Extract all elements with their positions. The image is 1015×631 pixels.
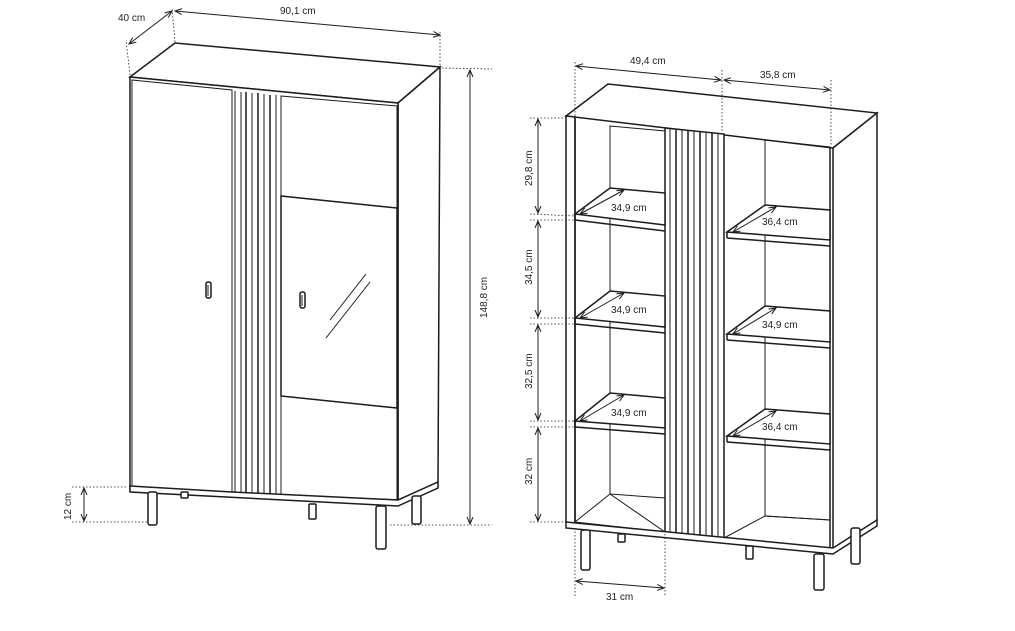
depth-dimension-label: 40 cm: [118, 13, 145, 24]
open-dimensions: [529, 62, 832, 596]
left-shelf-1-depth-label: 34,9 cm: [611, 203, 647, 214]
open-cabinet-side: [832, 111, 878, 554]
glass-reflection-line: [325, 281, 371, 339]
front-view-cabinet: [128, 42, 442, 550]
front-leg: [411, 495, 422, 525]
open-slatted-divider: [664, 127, 725, 539]
open-leg: [813, 553, 825, 591]
right-width-dimension-label: 35,8 cm: [760, 70, 796, 81]
left-door-handle-icon: [205, 281, 212, 299]
open-leg: [617, 533, 626, 543]
left-shelf-3-depth-label: 34,9 cm: [611, 408, 647, 419]
height-1-dimension-label: 29,8 cm: [524, 150, 535, 186]
left-shelf-2-depth-label: 34,9 cm: [611, 305, 647, 316]
slatted-center-panel: [234, 91, 277, 498]
open-leg: [850, 527, 861, 565]
front-leg: [147, 491, 158, 526]
open-view-cabinet: [564, 83, 879, 591]
height-dimension-label: 148,8 cm: [479, 277, 490, 318]
front-leg: [375, 505, 387, 550]
front-dimensions: [72, 7, 493, 526]
open-base-strip: [565, 518, 878, 555]
right-shelf-2-depth-label: 34,9 cm: [762, 320, 798, 331]
right-shelf-3-depth-label: 36,4 cm: [762, 422, 798, 433]
width-dimension-label: 90,1 cm: [280, 6, 316, 17]
height-2-dimension-label: 34,5 cm: [524, 249, 535, 285]
open-leg: [580, 529, 591, 571]
right-door-handle-icon: [299, 291, 306, 309]
front-leg: [180, 491, 189, 499]
open-left-wall: [565, 115, 576, 528]
height-3-dimension-label: 32,5 cm: [524, 353, 535, 389]
leg-height-dimension-label: 12 cm: [63, 493, 74, 520]
open-leg: [745, 545, 754, 560]
left-width-dimension-label: 49,4 cm: [630, 56, 666, 67]
glass-reflection-line: [329, 273, 367, 321]
bottom-width-dimension-label: 31 cm: [606, 592, 633, 603]
front-leg: [308, 503, 317, 520]
front-cabinet-side: [397, 65, 441, 502]
right-shelf-1-depth-label: 36,4 cm: [762, 217, 798, 228]
front-base-strip: [129, 480, 439, 507]
height-4-dimension-label: 32 cm: [524, 458, 535, 485]
